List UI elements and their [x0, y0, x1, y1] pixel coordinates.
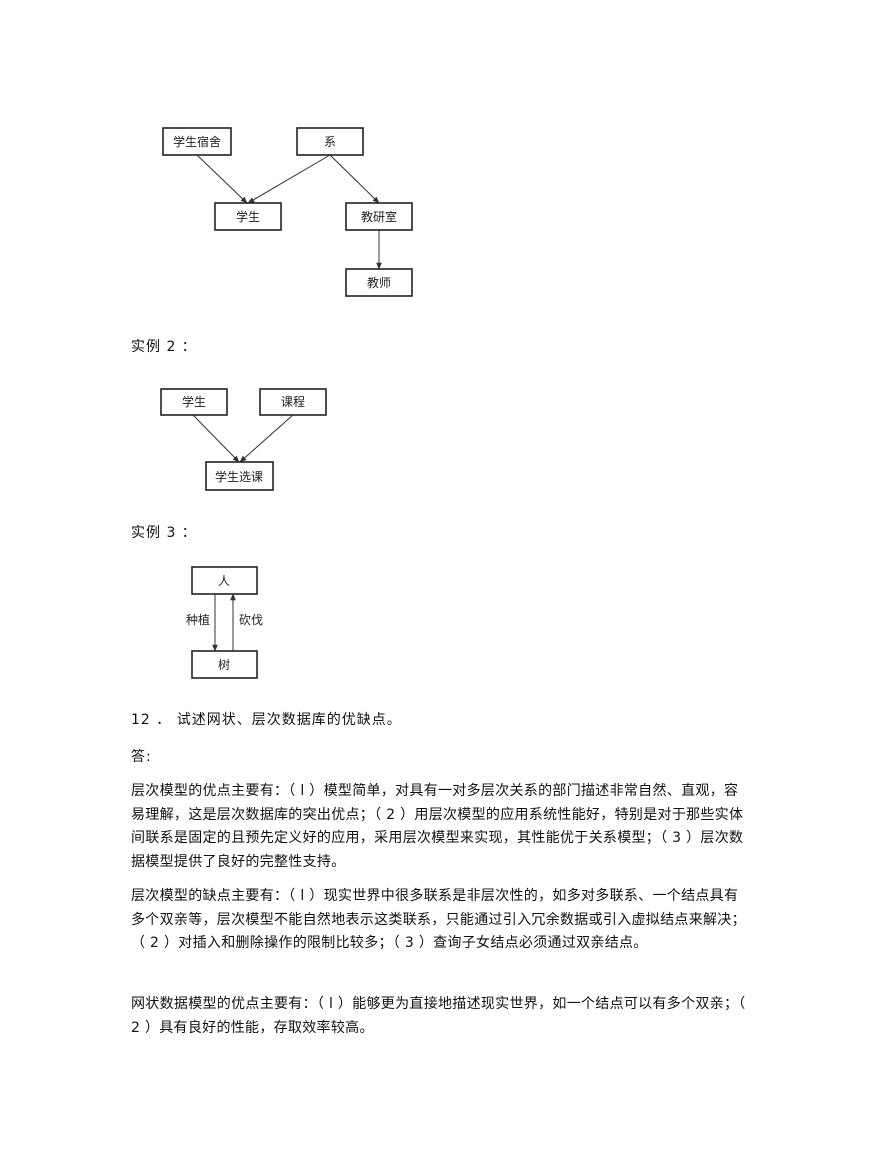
example-3-label: 实例 3 ：: [131, 525, 197, 541]
node-dorm-label: 学生宿舍: [173, 134, 221, 149]
node-person: 人: [191, 566, 258, 595]
node-student-label: 学生: [236, 209, 260, 224]
node-dept: 系: [296, 127, 364, 156]
node-office: 教研室: [345, 202, 413, 231]
edge-cut-label: 砍伐: [239, 612, 263, 627]
node-teacher: 教师: [345, 268, 413, 297]
node-selection-label: 学生选课: [215, 469, 263, 484]
paragraph-net-pros: 网状数据模型的优点主要有：（ l ）能够更为直接地描述现实世界，如一个结点可以有…: [131, 996, 746, 1036]
example-2-label: 实例 2 ：: [131, 339, 197, 355]
diagram-2: 学生 课程 学生选课: [160, 388, 327, 491]
question-heading: 12 ． 试述网状、层次数据库的优缺点。: [131, 712, 402, 728]
node-selection: 学生选课: [205, 461, 274, 491]
node-tree-label: 树: [218, 657, 230, 672]
node-course: 课程: [259, 388, 327, 416]
edge-course-selection: [239, 414, 294, 463]
node-course-label: 课程: [281, 394, 305, 409]
node-teacher-label: 教师: [367, 275, 391, 290]
edge-dorm-student: [196, 154, 248, 204]
node-dorm: 学生宿舍: [162, 127, 232, 156]
edge-plant-label: 种植: [186, 612, 210, 627]
paragraph-hier-pros: 层次模型的优点主要有：（ l ）模型简单，对具有一对多层次关系的部门描述非常自然…: [131, 783, 744, 870]
diagram-1: 学生宿舍 系 学生 教研室 教师: [162, 127, 413, 297]
node-person-label: 人: [218, 574, 230, 588]
edge-student-selection: [192, 414, 240, 463]
node-student-label: 学生: [182, 394, 206, 409]
node-student: 学生: [160, 388, 228, 416]
edge-dept-student: [247, 154, 331, 204]
answer-label: 答:: [131, 749, 152, 765]
node-student: 学生: [214, 202, 282, 231]
diagram-3: 人 树 种植 砍伐: [186, 566, 263, 679]
paragraph-hier-cons: 层次模型的缺点主要有：（ l ）现实世界中很多联系是非层次性的，如多对多联系、一…: [131, 888, 746, 951]
node-office-label: 教研室: [361, 209, 397, 224]
diagrams-canvas: 学生宿舍 系 学生 教研室 教师 学生 课程: [160, 127, 413, 679]
node-tree: 树: [191, 650, 258, 679]
node-dept-label: 系: [324, 135, 336, 149]
edge-dept-office: [329, 154, 380, 204]
